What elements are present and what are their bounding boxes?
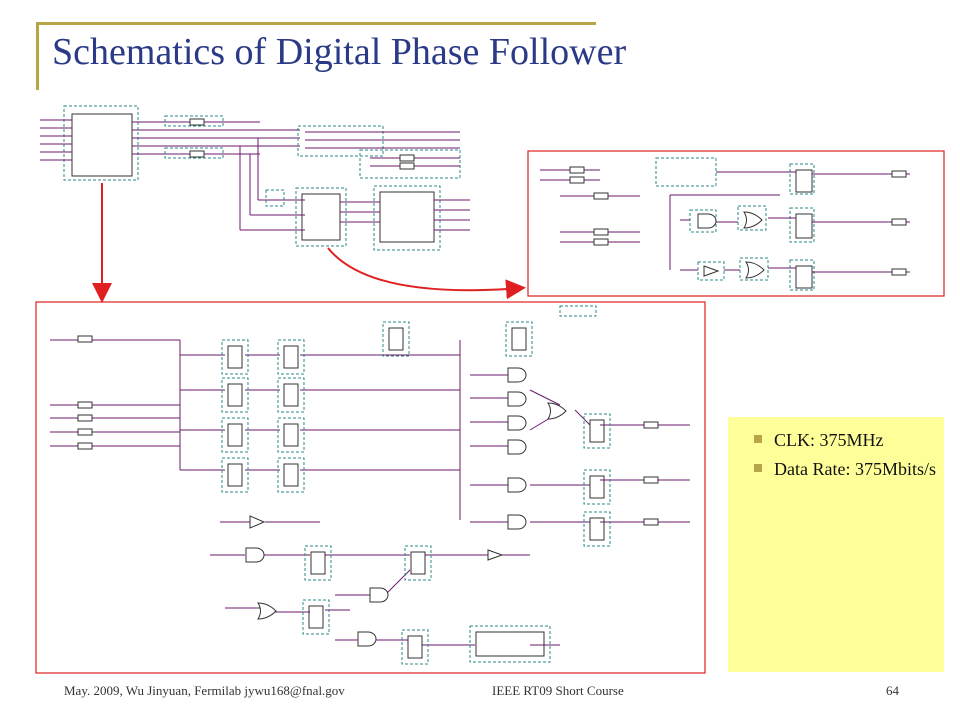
arrow-curve (327, 247, 526, 300)
footer-course: IEEE RT09 Short Course (492, 683, 624, 698)
pll-wires (40, 119, 305, 231)
module-highlight-bottom (35, 301, 706, 674)
top-right-wires (540, 169, 910, 273)
title-accent-vertical (36, 22, 39, 90)
bullet-icon (754, 435, 762, 443)
bottom-flipflops (221, 305, 611, 665)
counter-block (295, 187, 347, 247)
top-output-buffers (164, 115, 461, 207)
top-bus-wires (305, 131, 460, 167)
module-highlight-top-right (527, 150, 945, 297)
top-right-flipflops (795, 169, 813, 289)
counter-wires (340, 199, 470, 231)
note-text-clk: CLK: 375MHz (774, 430, 884, 450)
note-text-data-rate: Data Rate: 375Mbits/s (774, 459, 936, 479)
footer-author: May. 2009, Wu Jinyuan, Fermilab jywu168@… (64, 683, 345, 698)
logic-gates (245, 211, 765, 647)
decoder-block (373, 185, 441, 251)
note-item-data-rate: Data Rate: 375Mbits/s (742, 458, 944, 480)
footer-page-number: 64 (886, 683, 899, 698)
pll-block (63, 105, 139, 181)
slide-title: Schematics of Digital Phase Follower (52, 31, 627, 73)
title-accent-horizontal (36, 22, 596, 25)
bullet-icon (754, 464, 762, 472)
port-markers (77, 118, 907, 526)
spec-note-box: CLK: 375MHz Data Rate: 375Mbits/s (728, 417, 944, 672)
note-item-clk: CLK: 375MHz (742, 429, 944, 451)
